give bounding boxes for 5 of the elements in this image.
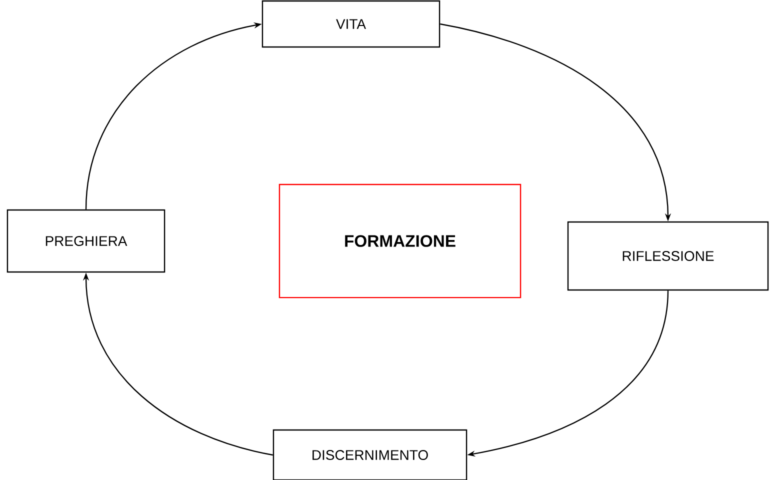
process-box: FORMAZIONE bbox=[278, 184, 522, 298]
process-box: VITA bbox=[262, 0, 440, 48]
process-box: DISCERNIMENTO bbox=[272, 429, 468, 480]
process-box: RIFLESSIONE bbox=[567, 221, 769, 291]
process-box: PREGHIERA bbox=[6, 209, 166, 273]
